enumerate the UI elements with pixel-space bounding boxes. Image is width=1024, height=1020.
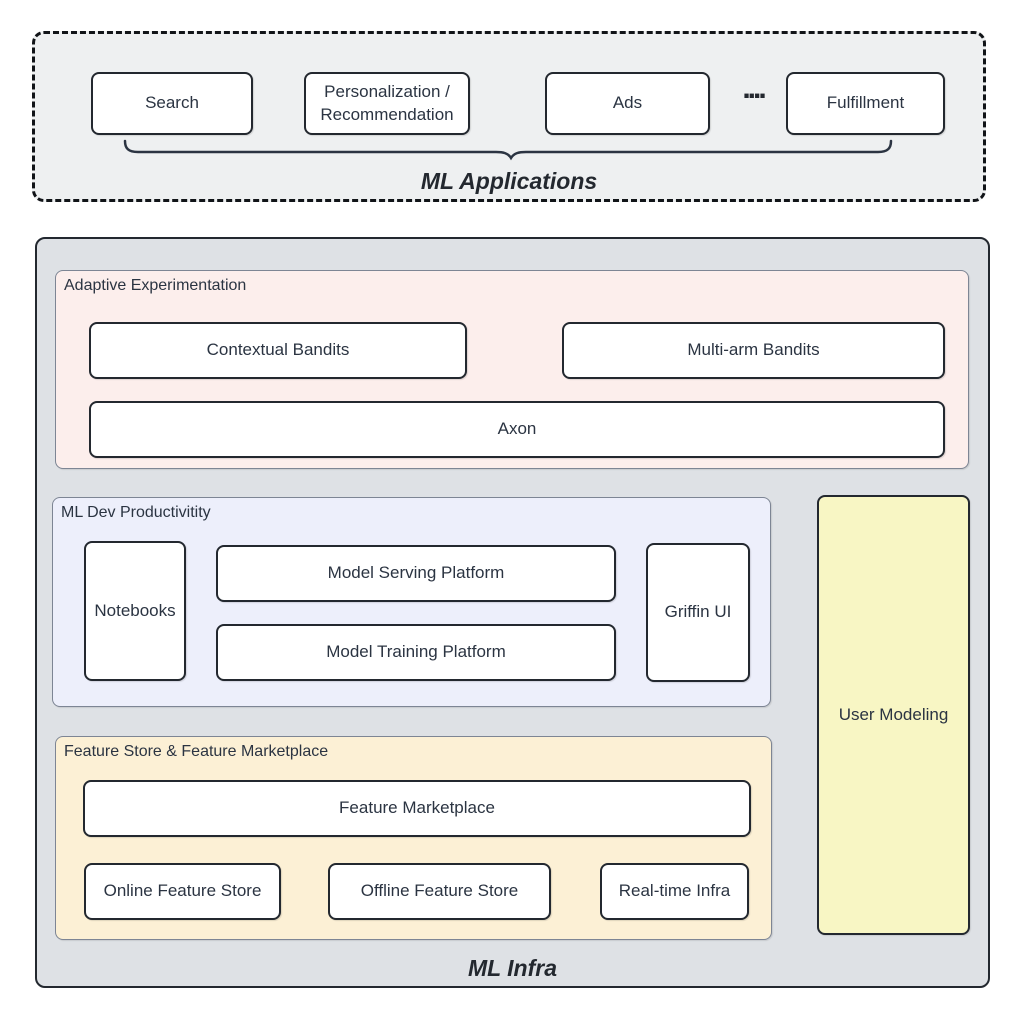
ellipsis-dots: .... [742,72,766,105]
ml-applications-group: Search Personalization / Recommendation … [32,31,986,202]
app-node-fulfillment: Fulfillment [786,72,945,135]
node-axon: Axon [89,401,945,458]
node-model-serving-platform: Model Serving Platform [216,545,616,602]
node-real-time-infra: Real-time Infra [600,863,749,920]
node-real-time-infra-label: Real-time Infra [618,881,731,901]
node-user-modeling-label: User Modeling [838,705,949,724]
section-ml-dev-productivitity: ML Dev Productivitity Notebooks Model Se… [52,497,771,707]
app-node-personalization-recommendation-label: Personalization / Recommendation [320,82,454,124]
section-ml-dev-productivitity-title: ML Dev Productivitity [61,504,211,521]
app-node-search: Search [91,72,253,135]
node-contextual-bandits: Contextual Bandits [89,322,467,379]
ml-infra-group: Adaptive Experimentation Contextual Band… [35,237,990,988]
node-model-training-platform: Model Training Platform [216,624,616,681]
ml-applications-brace [123,139,893,161]
section-adaptive-experimentation-title: Adaptive Experimentation [64,277,247,294]
ml-infra-title: ML Infra [467,955,558,981]
node-model-training-platform-label: Model Training Platform [326,642,506,662]
node-griffin-ui: Griffin UI [646,543,750,682]
node-feature-marketplace: Feature Marketplace [83,780,751,837]
app-node-personalization-recommendation: Personalization / Recommendation [304,72,470,135]
node-notebooks: Notebooks [84,541,186,681]
node-user-modeling: User Modeling [817,495,970,935]
app-node-ads: Ads [545,72,710,135]
node-multi-arm-bandits: Multi-arm Bandits [562,322,945,379]
node-multi-arm-bandits-label: Multi-arm Bandits [687,340,820,360]
app-node-search-label: Search [145,93,199,113]
section-feature-store-marketplace-title: Feature Store & Feature Marketplace [64,743,329,760]
node-model-serving-platform-label: Model Serving Platform [327,563,505,583]
node-griffin-ui-label: Griffin UI [664,602,732,622]
node-axon-label: Axon [497,419,537,439]
node-feature-marketplace-label: Feature Marketplace [339,798,495,818]
app-node-fulfillment-label: Fulfillment [826,93,905,113]
section-feature-store-marketplace: Feature Store & Feature Marketplace Feat… [55,736,772,940]
node-offline-feature-store: Offline Feature Store [328,863,551,920]
app-node-ads-label: Ads [612,93,643,113]
node-notebooks-label: Notebooks [94,600,176,620]
node-contextual-bandits-label: Contextual Bandits [206,340,350,360]
section-adaptive-experimentation: Adaptive Experimentation Contextual Band… [55,270,969,469]
node-online-feature-store-label: Online Feature Store [103,881,262,901]
ml-applications-title: ML Applications [420,168,598,194]
node-offline-feature-store-label: Offline Feature Store [360,881,519,901]
node-online-feature-store: Online Feature Store [84,863,281,920]
